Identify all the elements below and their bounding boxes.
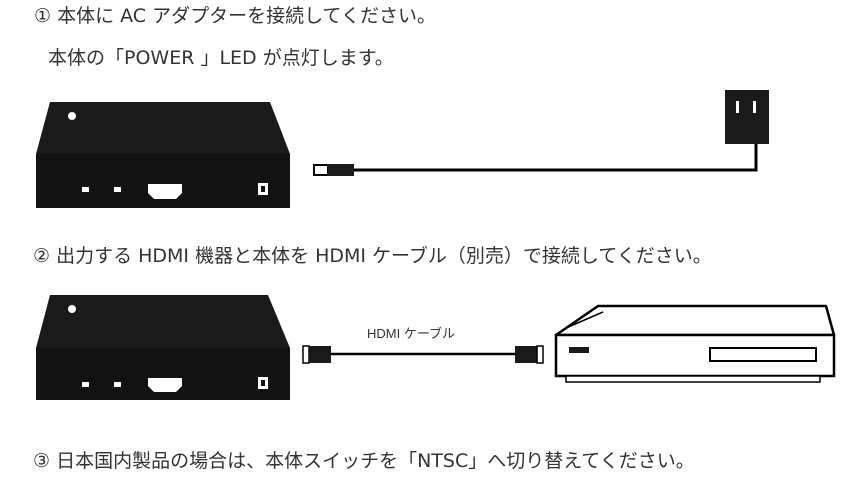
step-1-line-2: 本体の「POWER 」LED が点灯します。	[48, 47, 394, 69]
dvd-player-icon	[554, 304, 836, 383]
step-1-line-1: ① 本体に AC アダプターを接続してください。	[34, 5, 436, 27]
step-2-line-1: ② 出力する HDMI 機器と本体を HDMI ケーブル（別売）で接続してくださ…	[33, 245, 712, 267]
figure-hdmi-connection: HDMI ケーブル	[36, 295, 836, 400]
converter-device-icon	[36, 102, 290, 208]
converter-device-icon	[36, 295, 290, 400]
ac-adapter-plug-icon	[725, 90, 769, 144]
figure-ac-adapter-connection	[36, 90, 769, 208]
step-3-line-1: ③ 日本国内製品の場合は、本体スイッチを「NTSC」へ切り替えてください。	[33, 450, 695, 472]
cable-label: HDMI ケーブル	[367, 326, 455, 341]
hdmi-cable-icon	[302, 345, 544, 364]
power-cable-icon	[313, 144, 758, 176]
